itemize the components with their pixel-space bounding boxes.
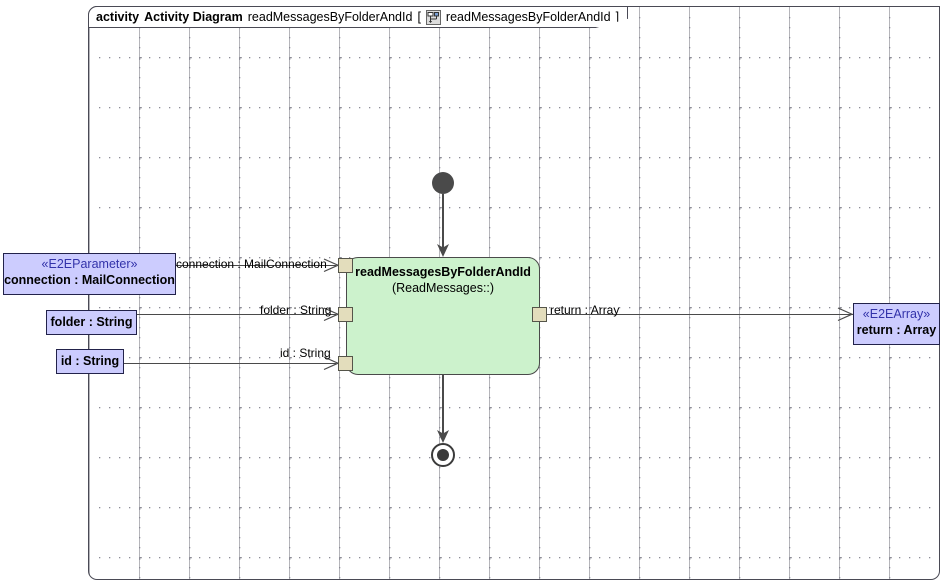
input-pin-folder[interactable] <box>338 307 353 322</box>
param-stereotype-connection: «E2EParameter» <box>41 257 138 271</box>
edge-label-id: id : String <box>280 346 331 360</box>
frame-header-tab: activity Activity Diagram readMessagesBy… <box>88 6 629 28</box>
initial-node[interactable] <box>432 172 454 194</box>
param-stereotype-return: «E2EArray» <box>862 307 931 321</box>
param-box-folder[interactable]: folder : String <box>46 310 137 335</box>
frame-type-label: Activity Diagram <box>144 10 243 24</box>
input-pin-id[interactable] <box>338 356 353 371</box>
activity-node[interactable]: readMessagesByFolderAndId (ReadMessages:… <box>346 257 540 375</box>
param-box-return[interactable]: «E2EArray» return : Array <box>853 303 940 345</box>
activity-subtitle: (ReadMessages::) <box>391 281 495 295</box>
edge-label-connection: connection : MailConnection <box>176 257 327 271</box>
activity-diagram-icon <box>425 9 441 25</box>
param-name-id: id : String <box>60 354 120 368</box>
edge-initial-to-activity <box>442 194 444 250</box>
activity-title: readMessagesByFolderAndId <box>355 265 531 279</box>
param-name-folder: folder : String <box>50 315 133 329</box>
param-name-return: return : Array <box>856 322 937 337</box>
param-box-id[interactable]: id : String <box>56 349 124 374</box>
frame-diagram-name: readMessagesByFolderAndId <box>247 10 413 24</box>
edge-label-folder: folder : String <box>260 303 332 317</box>
frame-tab-ref-name: readMessagesByFolderAndId <box>445 10 611 24</box>
edge-activity-to-final <box>442 375 444 435</box>
output-pin-return[interactable] <box>532 307 547 322</box>
edge-id-to-pin <box>124 363 336 365</box>
final-node-inner <box>437 449 449 461</box>
frame-bracket-open: [ <box>417 10 421 24</box>
frame-keyword: activity <box>96 10 140 24</box>
param-box-connection[interactable]: «E2EParameter» connection : MailConnecti… <box>3 253 176 295</box>
input-pin-connection[interactable] <box>338 258 353 273</box>
param-name-connection: connection : MailConnection <box>4 272 175 287</box>
activity-final-node[interactable] <box>431 443 455 467</box>
edge-label-return: return : Array <box>550 303 620 317</box>
